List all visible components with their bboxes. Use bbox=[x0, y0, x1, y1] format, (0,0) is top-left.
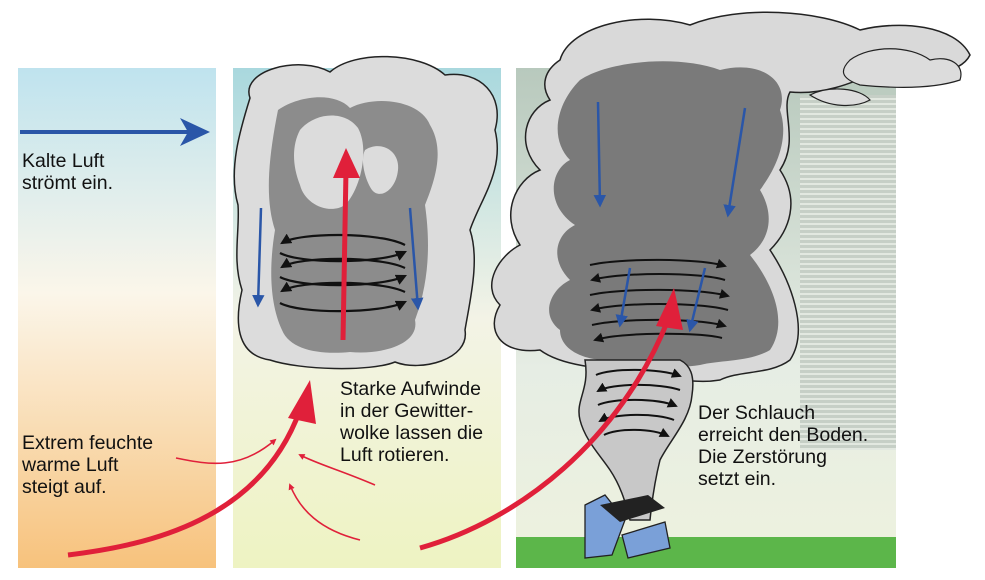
warm-air-line-2: warme Luft bbox=[22, 454, 119, 476]
touchdown-line-2: erreicht den Boden. bbox=[698, 424, 869, 446]
middle-downdraft-arrows bbox=[252, 207, 424, 311]
cold-air-line-1: Kalte Luft bbox=[22, 150, 105, 172]
middle-thundercloud bbox=[233, 55, 499, 370]
right-downdraft-arrows bbox=[593, 101, 747, 333]
destroyed-house bbox=[584, 494, 671, 559]
touchdown-line-4: setzt ein. bbox=[698, 468, 777, 490]
updraft-line-4: Luft rotieren. bbox=[340, 444, 450, 466]
cold-air-arrow bbox=[20, 118, 210, 146]
touchdown-line-1: Der Schlauch bbox=[698, 402, 816, 424]
right-panel-striped-sky bbox=[800, 95, 896, 450]
cold-air-line-2: strömt ein. bbox=[22, 172, 114, 194]
touchdown-label: Der Schlauch erreicht den Boden. Die Zer… bbox=[698, 402, 868, 490]
middle-updraft-arrow bbox=[333, 148, 360, 341]
updraft-line-1: Starke Aufwinde bbox=[340, 378, 481, 400]
left-panel-background bbox=[18, 68, 216, 568]
warm-air-label: Extrem feuchte warme Luft steigt auf. bbox=[22, 432, 153, 498]
right-rotation-arrows bbox=[589, 258, 730, 437]
warm-air-line-3: steigt auf. bbox=[22, 476, 107, 498]
touchdown-line-3: Die Zerstörung bbox=[698, 446, 827, 468]
middle-rotation-arrows bbox=[279, 233, 407, 313]
tornado-funnel bbox=[578, 359, 694, 521]
dwd-logo-swirl bbox=[912, 496, 959, 538]
updraft-line-2: in der Gewitter- bbox=[340, 400, 474, 422]
warm-air-line-1: Extrem feuchte bbox=[22, 432, 154, 454]
updraft-label: Starke Aufwinde in der Gewitter- wolke l… bbox=[340, 378, 483, 466]
ground-strip bbox=[516, 537, 896, 568]
warm-air-arrows bbox=[67, 288, 683, 558]
updraft-line-3: wolke lassen die bbox=[340, 422, 484, 444]
cold-air-label: Kalte Luft strömt ein. bbox=[22, 150, 113, 194]
